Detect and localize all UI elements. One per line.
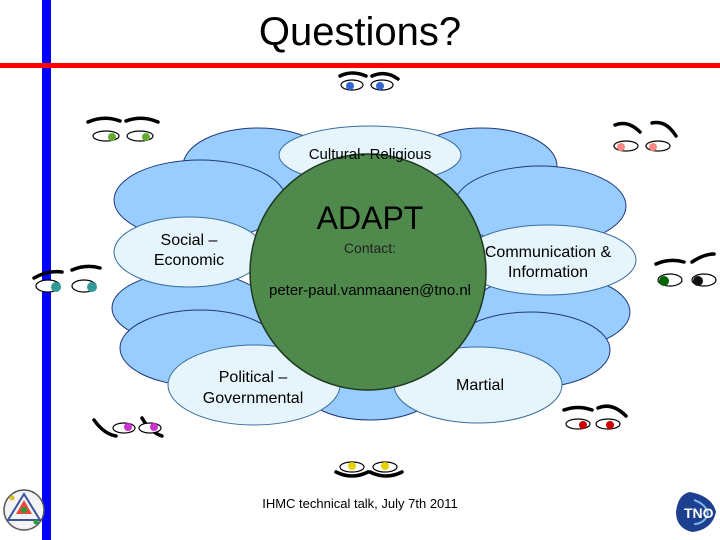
eyebrow	[613, 121, 642, 134]
petal-label-martial: Martial	[455, 377, 504, 394]
petal-label-social-economic: Social – Economic	[153, 232, 225, 269]
eyebrow	[596, 404, 628, 418]
iris	[150, 423, 158, 431]
iris	[579, 421, 587, 429]
eyes-lower-left	[92, 416, 164, 438]
center-title: ADAPT	[316, 200, 424, 236]
iris	[124, 423, 132, 431]
compass-logo	[3, 489, 45, 531]
eyes-mid-right	[654, 252, 717, 287]
iris	[142, 133, 150, 141]
eyebrow	[70, 264, 102, 272]
iris	[381, 462, 389, 470]
contact-label: Contact:	[343, 240, 397, 256]
blue-vertical-rule	[42, 0, 51, 540]
iris	[606, 421, 614, 429]
eyebrow	[650, 120, 678, 138]
iris	[346, 82, 354, 90]
eyebrow	[690, 252, 716, 264]
eyebrow	[562, 405, 594, 412]
tno-logo: TNO	[676, 492, 716, 532]
center-circle	[249, 153, 487, 391]
svg-text:TNO: TNO	[684, 505, 714, 521]
eyes-upper-right	[613, 120, 678, 152]
petal-label-cultural-religious: Cultural- Religious	[308, 146, 432, 163]
red-horizontal-rule	[0, 63, 720, 68]
iris	[376, 82, 384, 90]
eyebrow	[654, 258, 686, 266]
eyebrow	[368, 470, 404, 478]
eyes-upper-left	[86, 116, 160, 142]
iris	[659, 276, 669, 286]
slide-title: Questions?	[258, 10, 462, 54]
petal-label-communication-information: Communication & Information	[484, 244, 612, 281]
iris	[693, 276, 703, 286]
eyes-lower-right	[562, 404, 628, 430]
contact-email[interactable]: peter-paul.vanmaanen@tno.nl	[268, 282, 472, 299]
slide-footer: IHMC technical talk, July 7th 2011	[262, 496, 458, 511]
eyebrow	[334, 470, 370, 478]
eyebrow	[92, 418, 118, 438]
eyes-mid-left	[32, 264, 102, 293]
eyebrow	[338, 71, 368, 78]
iris	[617, 143, 625, 151]
iris	[108, 133, 116, 141]
eyes-top	[338, 71, 400, 91]
eyebrow	[370, 71, 400, 81]
petal-label-political-governmental: Political – Governmental	[202, 369, 304, 407]
eyebrow	[32, 269, 64, 280]
iris	[87, 282, 97, 292]
iris	[348, 462, 356, 470]
iris	[649, 143, 657, 151]
eyes-bottom	[334, 461, 404, 478]
iris	[51, 282, 61, 292]
eyebrow	[124, 116, 160, 124]
eyebrow	[86, 116, 122, 124]
